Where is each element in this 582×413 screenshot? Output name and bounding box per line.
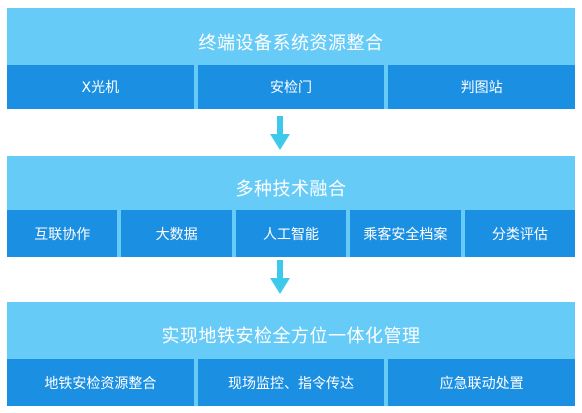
down-arrow-icon: [270, 260, 290, 294]
item-monitoring-command: 现场监控、指令传达: [197, 359, 385, 406]
item-image-judging-station: 判图站: [388, 65, 576, 109]
item-passenger-safety-file: 乘客安全档案: [350, 210, 461, 257]
item-interconnect-collab: 互联协作: [7, 210, 118, 257]
layer-1-title: 终端设备系统资源整合: [198, 33, 384, 54]
item-resource-integration: 地铁安检资源整合: [7, 359, 194, 406]
layer-3-items: 地铁安检资源整合 现场监控、指令传达 应急联动处置: [7, 359, 576, 406]
layer-3-title: 实现地铁安检全方位一体化管理: [161, 326, 421, 347]
down-arrow-icon: [270, 116, 290, 150]
item-ai: 人工智能: [235, 210, 347, 257]
item-security-gate: 安检门: [197, 65, 385, 109]
item-emergency-response: 应急联动处置: [388, 359, 576, 406]
item-xray-machine: X光机: [7, 65, 194, 109]
layer-1-items: X光机 安检门 判图站: [7, 65, 576, 109]
layer-2-items: 互联协作 大数据 人工智能 乘客安全档案 分类评估: [7, 210, 576, 257]
layer-2-title: 多种技术融合: [235, 179, 347, 200]
item-big-data: 大数据: [121, 210, 232, 257]
item-classification-eval: 分类评估: [464, 210, 576, 257]
